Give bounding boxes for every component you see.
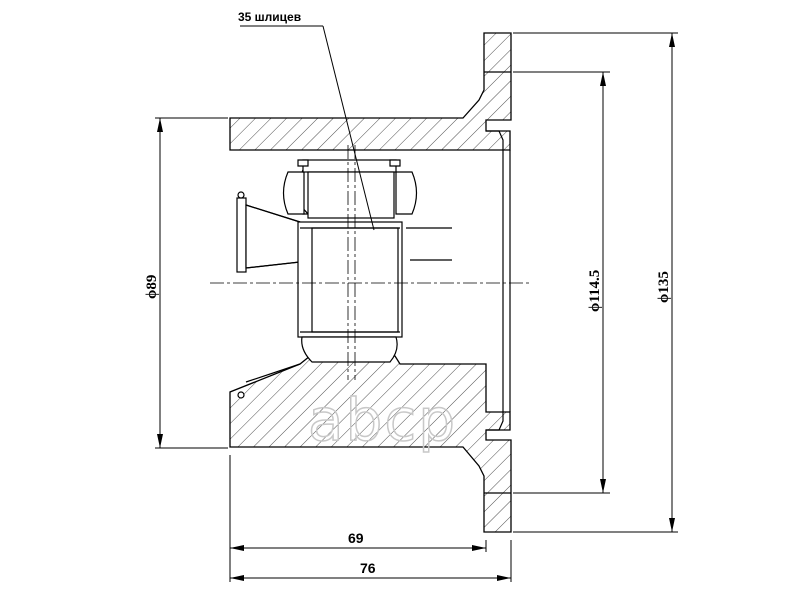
ball-right: [395, 171, 418, 215]
dimension-arrows: [157, 33, 675, 581]
arrow-114-top: [600, 72, 606, 86]
cage-body: [307, 171, 395, 219]
arrow-89-top: [157, 118, 163, 132]
arrow-69-right: [472, 545, 486, 551]
callout-leader: [322, 25, 375, 231]
center-lines: [210, 145, 532, 380]
boot-line-2: [245, 261, 301, 269]
boot-seal: [236, 191, 301, 399]
arrow-76-right: [497, 575, 511, 581]
watermark-logo: abcp: [308, 386, 457, 454]
upper-housing-wall: [229, 32, 512, 151]
retainer-ring-top: [237, 191, 245, 199]
dim-76-label: 76: [360, 560, 376, 576]
ball-lower: [301, 336, 398, 363]
cage-clip-right: [389, 159, 401, 167]
arrow-135-bottom: [669, 518, 675, 532]
flange-recess-lower: [486, 412, 504, 431]
arrow-69-left: [230, 545, 244, 551]
flange-face: [484, 71, 511, 494]
boot-line-1: [245, 204, 301, 223]
dim-69-label: 69: [348, 530, 364, 546]
cage-top: [302, 159, 397, 173]
boot-cone-lower: [245, 363, 301, 383]
spline-hub: [297, 221, 452, 363]
ball-cage-assembly: [282, 159, 418, 219]
retainer-ring-bottom: [237, 391, 245, 399]
dim-135-label: ϕ135: [656, 271, 672, 303]
dim-114-label: ϕ114.5: [587, 270, 603, 312]
callout-text: 35 шлицев: [238, 10, 301, 24]
dimension-lines: [155, 32, 678, 582]
seal-plate: [236, 197, 247, 273]
cage-clip-left: [297, 159, 309, 167]
arrow-76-left: [230, 575, 244, 581]
dim-89-label: ϕ89: [144, 275, 160, 299]
ball-left: [282, 171, 305, 215]
spline-callout: 35 шлицев: [238, 10, 375, 231]
arrow-89-bottom: [157, 434, 163, 448]
arrow-114-bottom: [600, 479, 606, 493]
arrow-135-top: [669, 33, 675, 47]
flange-recess-upper: [486, 130, 504, 150]
